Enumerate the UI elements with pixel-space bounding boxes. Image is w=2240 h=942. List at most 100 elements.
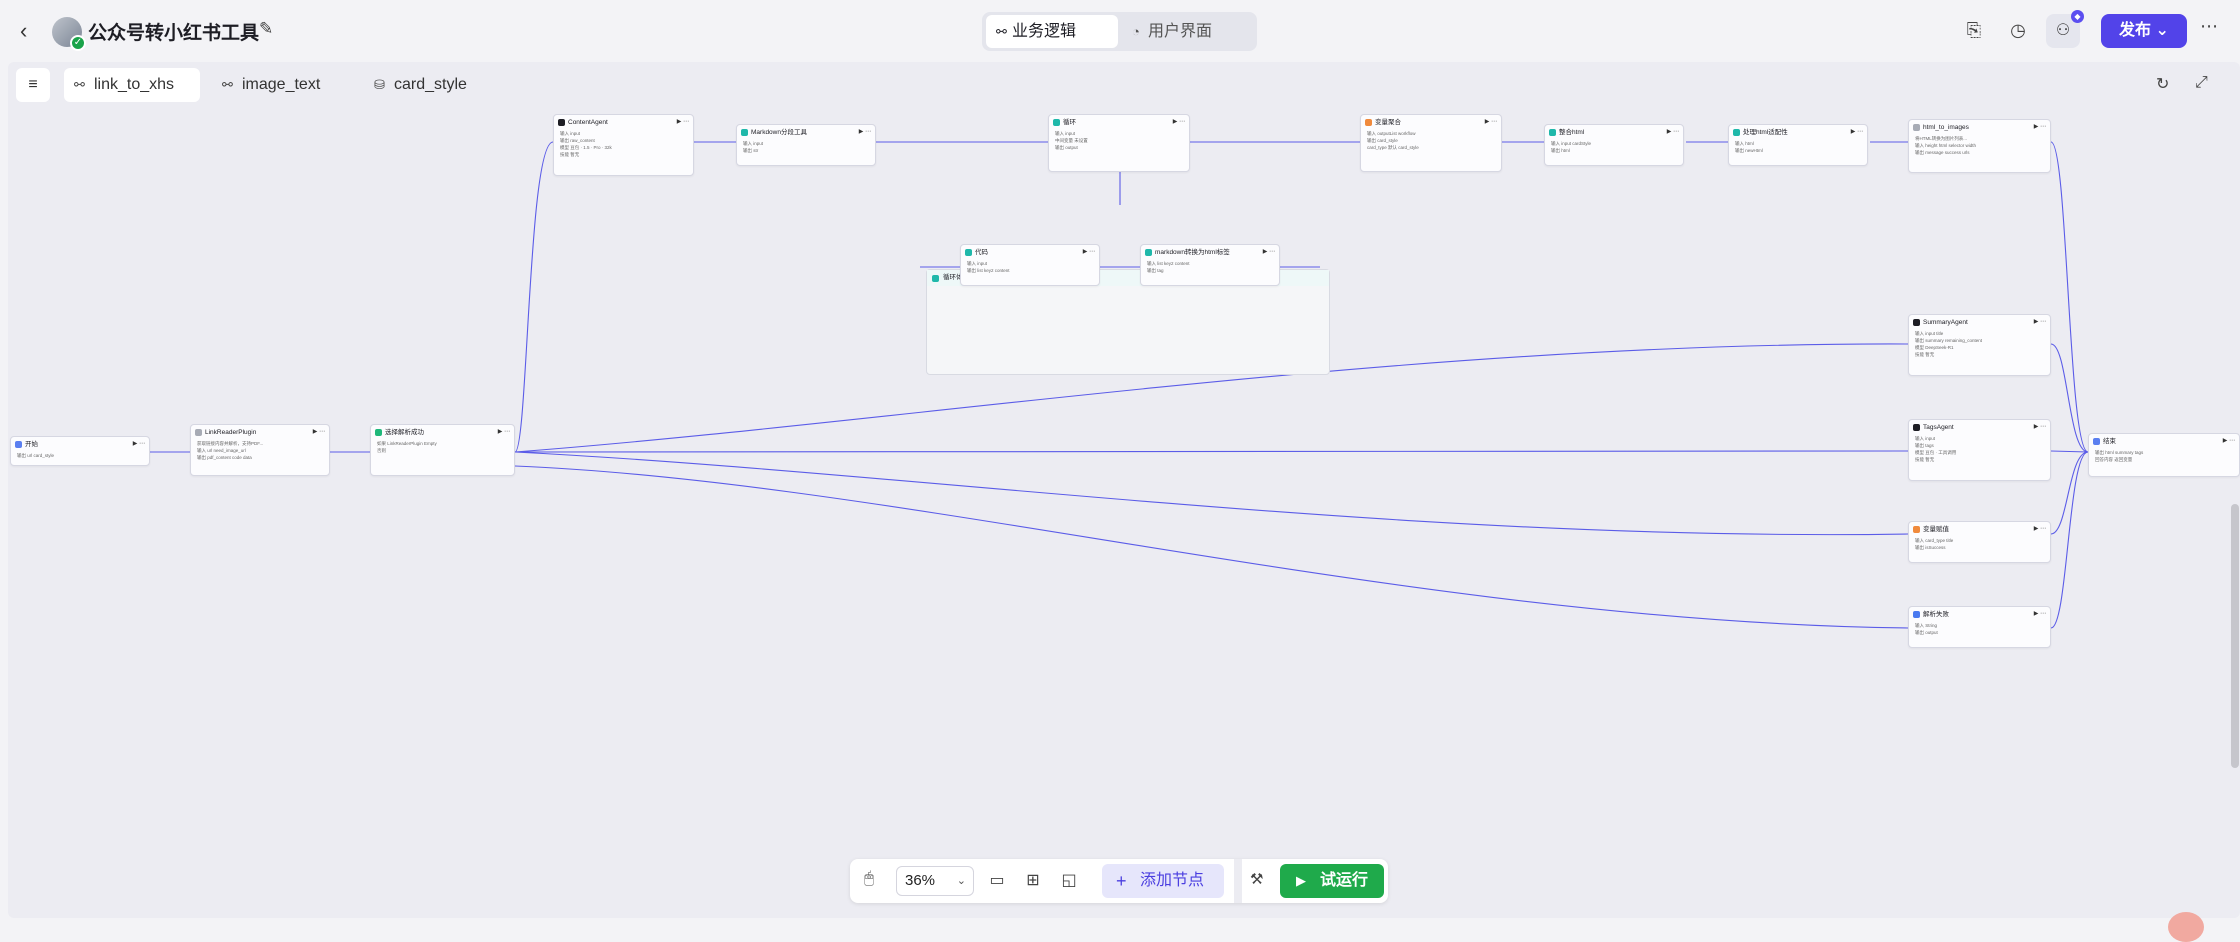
tab-business-logic[interactable]: ⚯业务逻辑 [986, 15, 1118, 48]
node-run-more-icon[interactable]: ▶ ⋯ [1082, 249, 1095, 255]
publish-button[interactable]: 发布 ⌄ [2101, 14, 2187, 48]
node-title: ContentAgent [568, 119, 608, 126]
node-run-more-icon[interactable]: ▶ ⋯ [2033, 124, 2046, 130]
tab-card-style[interactable]: ⛁card_style [364, 68, 484, 102]
import-icon[interactable]: ⎘ [1966, 20, 1982, 40]
node-run-more-icon[interactable]: ▶ ⋯ [676, 119, 689, 125]
node-row: 中间变量 未设置 [1055, 138, 1088, 143]
node-row: 输出 html summary tags [2095, 450, 2144, 455]
node-row: 模型 豆包 · 工具调用 [1915, 450, 1957, 455]
node-row: 输入 input [560, 131, 581, 136]
sidebar-toggle-icon[interactable]: ≡ [16, 68, 50, 102]
node-row: 输出 summary remaining_content [1915, 338, 1983, 343]
top-bar: ‹ ✓ 公众号转小红书工具 ✎ ⚯业务逻辑 ◔用户界面 ⎘ ◷ ⚇◆ 发布 ⌄ … [0, 0, 2240, 62]
test-run-button[interactable]: ▶试运行 [1280, 864, 1384, 898]
vertical-scrollbar[interactable] [2231, 504, 2239, 768]
workflow-icon: ⚯ [74, 77, 85, 92]
layout-icon[interactable]: ⊞ [1026, 872, 1040, 889]
node-start[interactable]: 开始▶ ⋯输出 url card_style [10, 436, 150, 466]
node-run-more-icon[interactable]: ▶ ⋯ [2222, 438, 2235, 444]
node-run-more-icon[interactable]: ▶ ⋯ [497, 429, 510, 435]
node-run-more-icon[interactable]: ▶ ⋯ [2033, 611, 2046, 617]
workflow-canvas[interactable]: ≡ ⚯link_to_xhs ⚯ image_text ⛁card_style ↻… [8, 62, 2240, 918]
collaborators-button[interactable]: ⚇◆ [2046, 10, 2084, 48]
tab-link-to-xhs[interactable]: ⚯link_to_xhs [64, 68, 200, 102]
zoom-value: 36% [905, 872, 936, 889]
wrench-icon[interactable]: ⚒ [1250, 871, 1264, 888]
comment-icon[interactable]: ▭ [989, 872, 1005, 889]
node-run-more-icon[interactable]: ▶ ⋯ [1484, 119, 1497, 125]
node-type-icon [1053, 119, 1060, 126]
publish-label: 发布 [2119, 22, 2152, 39]
node-row: 输入 url need_image_url [197, 448, 246, 453]
tab-image-text[interactable]: ⚯ image_text [212, 68, 332, 102]
node-row: 输入 input [1915, 436, 1936, 441]
node-title: 循环 [1063, 119, 1076, 126]
loop-title: 循环体 [943, 274, 963, 281]
node-run-more-icon[interactable]: ▶ ⋯ [1262, 249, 1275, 255]
node-row: 输入 list key2 content [1147, 261, 1190, 266]
edit-icon[interactable]: ✎ [259, 19, 274, 38]
fullscreen-icon[interactable]: ⤢ [2195, 74, 2208, 91]
node-run-more-icon[interactable]: ▶ ⋯ [132, 441, 145, 447]
node-run-more-icon[interactable]: ▶ ⋯ [858, 129, 871, 135]
node-run-more-icon[interactable]: ▶ ⋯ [1666, 129, 1679, 135]
node-row: 输入 height html selector width [1915, 143, 1977, 148]
app-avatar: ✓ [52, 17, 86, 51]
workflow-icon: ⚯ [222, 77, 233, 92]
check-badge-icon: ✓ [70, 35, 86, 51]
node-run-more-icon[interactable]: ▶ ⋯ [1850, 129, 1863, 135]
edge [2050, 450, 2089, 453]
refresh-icon[interactable]: ↻ [2156, 76, 2170, 93]
history-icon[interactable]: ◷ [2010, 20, 2026, 40]
edge [514, 343, 1909, 453]
add-node-button[interactable]: +添加节点 [1102, 864, 1224, 898]
node-title: html_to_images [1923, 124, 1969, 131]
back-icon[interactable]: ‹ [20, 18, 28, 43]
node-run-more-icon[interactable]: ▶ ⋯ [2033, 319, 2046, 325]
edge [2050, 343, 2089, 453]
node-html2img[interactable]: html_to_images▶ ⋯将HTML转换为图片列表...输入 heigh… [1908, 119, 2051, 173]
assistant-mascot[interactable] [2168, 912, 2204, 942]
app-title: 公众号转小红书工具 [88, 23, 260, 44]
node-linkreader[interactable]: LinkReaderPlugin▶ ⋯获取链接内容并解析，支持PDF...输入 … [190, 424, 330, 476]
node-run-more-icon[interactable]: ▶ ⋯ [2033, 424, 2046, 430]
edge [2050, 451, 2089, 629]
tab-user-interface[interactable]: ◔用户界面 [1122, 15, 1252, 48]
node-row: 技能 暂无 [1915, 457, 1935, 462]
minimap-icon[interactable]: ◱ [1061, 872, 1077, 889]
tab-label: image_text [242, 76, 321, 93]
edge [2050, 141, 2089, 453]
run-label: 试运行 [1320, 872, 1369, 889]
node-type-icon [558, 119, 565, 126]
node-run-more-icon[interactable]: ▶ ⋯ [1172, 119, 1185, 125]
node-run-more-icon[interactable]: ▶ ⋯ [312, 429, 325, 435]
zoom-select[interactable]: 36%⌄ [896, 866, 974, 896]
node-run-more-icon[interactable]: ▶ ⋯ [2033, 526, 2046, 532]
mouse-mode-icon[interactable]: 🖱 [864, 870, 874, 887]
node-row: 输出 pdf_content code data [197, 455, 252, 460]
node-title: 处理html适配性 [1743, 129, 1788, 136]
node-md2html[interactable]: markdown转换为html标签▶ ⋯输入 list key2 content… [1140, 244, 1280, 286]
more-icon[interactable]: ⋯ [2200, 16, 2218, 36]
node-title: 结束 [2103, 438, 2116, 445]
